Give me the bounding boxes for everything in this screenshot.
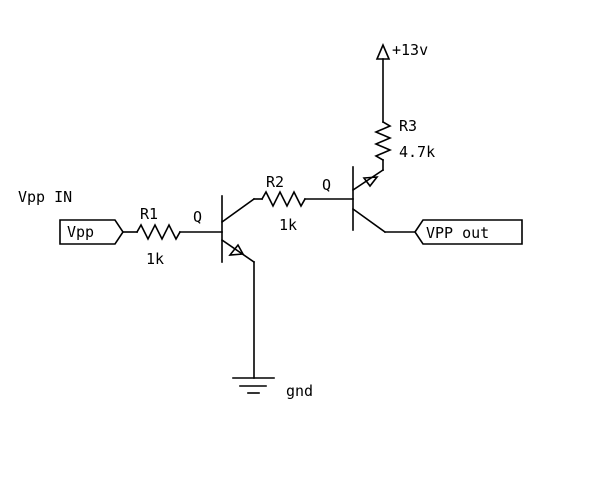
q1-collector: [220, 197, 256, 224]
transistor-q2: [351, 166, 387, 234]
q2-collector: [351, 207, 387, 234]
q1-name: Q: [193, 208, 202, 226]
r2-value: 1k: [279, 216, 297, 234]
r3-name: R3: [399, 117, 417, 135]
q1-emitter: [220, 238, 256, 264]
r3-value: 4.7k: [399, 143, 435, 161]
resistor-r2: [260, 190, 307, 208]
ground-symbol: [232, 377, 275, 394]
r1-value: 1k: [146, 250, 164, 268]
vpp-out-label: VPP out: [426, 224, 489, 242]
vpp-in-title: Vpp IN: [18, 188, 72, 206]
resistor-r3: [373, 120, 393, 162]
ground-label: gnd: [286, 382, 313, 400]
r1-name: R1: [140, 205, 158, 223]
resistor-r1: [135, 223, 182, 241]
q2-emitter-arrow: [362, 176, 379, 188]
vpp-out-port: VPP out: [414, 219, 523, 245]
supply-label: +13v: [392, 41, 428, 59]
vpp-in-port: Vpp: [59, 219, 124, 245]
r2-name: R2: [266, 173, 284, 191]
transistor-q1: [220, 195, 256, 264]
q2-emitter: [351, 168, 385, 192]
vpp-port-label: Vpp: [67, 223, 94, 241]
q1-emitter-arrow: [228, 243, 245, 256]
q2-name: Q: [322, 176, 331, 194]
supply-arrow: [375, 42, 391, 60]
